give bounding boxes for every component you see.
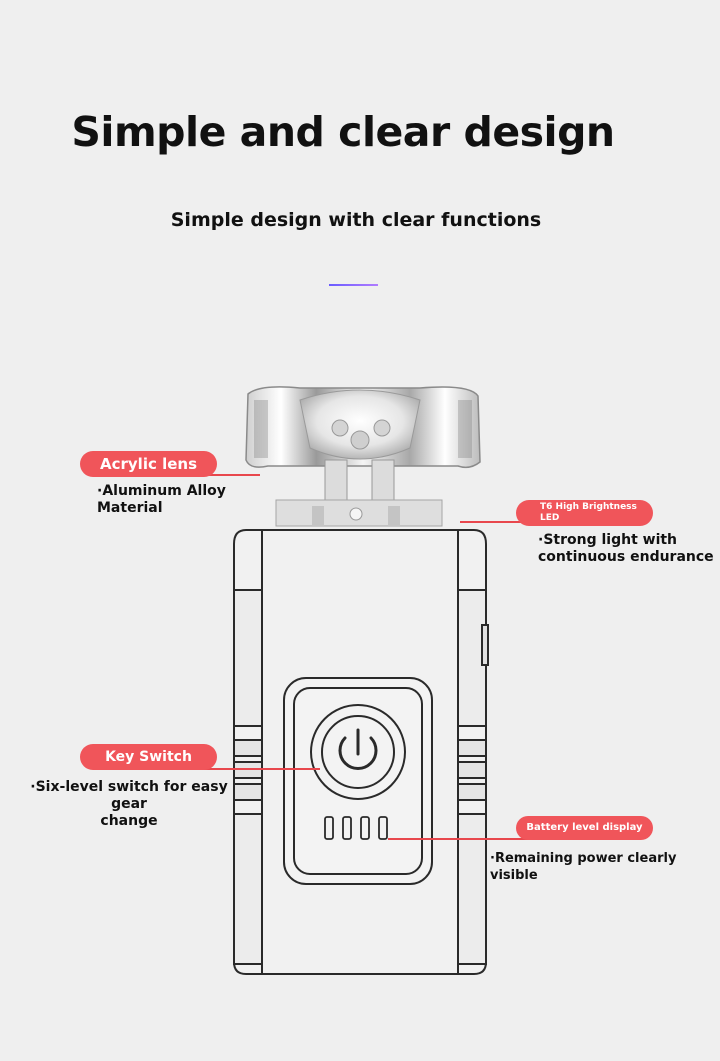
battery-note: ·Remaining power clearly visible xyxy=(490,851,677,883)
t6-led-leader xyxy=(460,521,540,523)
led-plate xyxy=(275,499,443,527)
battery-level-bars-icon xyxy=(324,816,388,840)
key-switch-label: Key Switch xyxy=(80,744,217,770)
t6-led-note: ·Strong light with continuous endurance xyxy=(538,532,714,566)
power-icon xyxy=(338,728,378,770)
acrylic-lens-note: ·Aluminum Alloy Material xyxy=(97,483,226,517)
key-switch-note: ·Six-level switch for easy gear change xyxy=(28,779,230,830)
t6-led-label: T6 High Brightness LED xyxy=(516,500,653,526)
page-title: Simple and clear design xyxy=(71,108,615,156)
key-switch-note-line1: ·Six-level switch for easy gear xyxy=(30,779,228,812)
key-switch-note-line2: change xyxy=(100,813,158,829)
title-divider xyxy=(329,284,378,286)
acrylic-lens-note-line2: Material xyxy=(97,500,163,516)
battery-label-text: Battery level display xyxy=(526,822,643,833)
t6-led-label-line1: T6 High Brightness xyxy=(540,502,637,512)
page-subtitle: Simple design with clear functions xyxy=(170,209,542,231)
t6-led-note-line1: ·Strong light with xyxy=(538,532,678,548)
acrylic-lens-label: Acrylic lens xyxy=(80,451,217,477)
key-switch-label-text: Key Switch xyxy=(105,749,192,765)
acrylic-lens-leader xyxy=(180,474,260,476)
battery-label: Battery level display xyxy=(516,816,653,840)
acrylic-lens-label-text: Acrylic lens xyxy=(100,455,197,473)
t6-led-note-line2: continuous endurance xyxy=(538,549,714,565)
acrylic-lens-note-line1: ·Aluminum Alloy xyxy=(97,483,226,499)
lens-mount xyxy=(245,386,481,501)
key-switch-leader xyxy=(180,768,320,770)
battery-leader xyxy=(388,838,538,840)
t6-led-label-line2: LED xyxy=(540,513,560,523)
